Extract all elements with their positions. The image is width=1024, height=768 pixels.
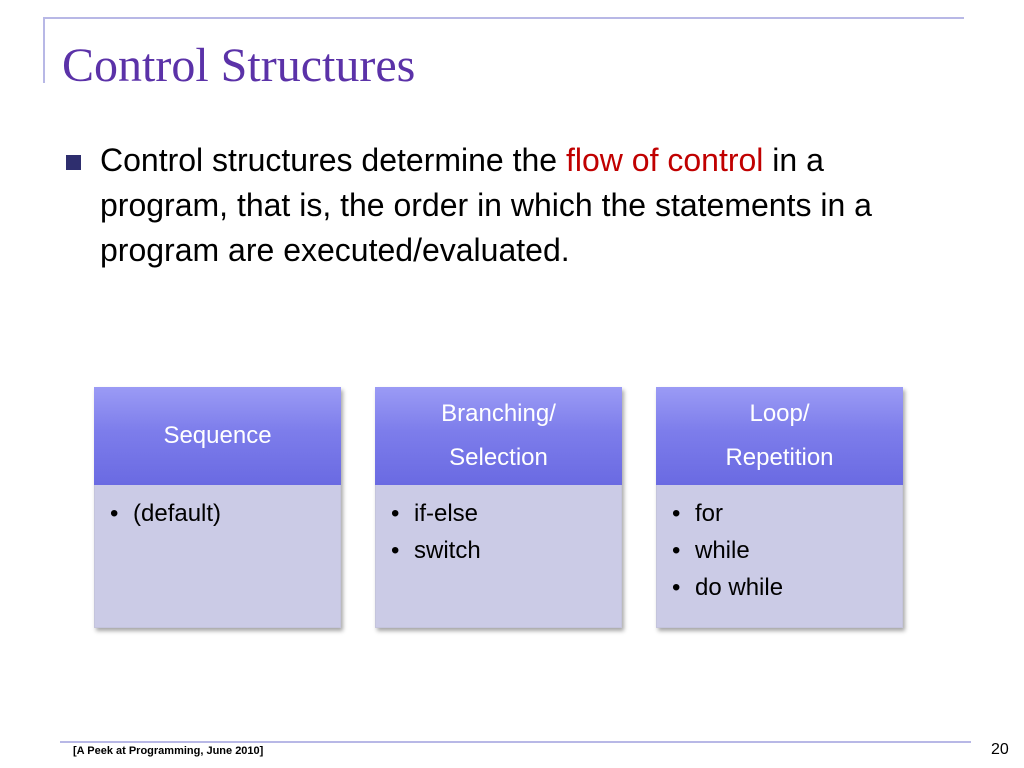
box-body: (default) <box>94 485 341 628</box>
box-header-line: Selection <box>449 444 548 471</box>
bullet-text-start: Control structures determine the <box>100 142 566 178</box>
box-list: for while do while <box>657 495 902 606</box>
slide-title: Control Structures <box>62 39 416 92</box>
box-branching: Branching/ Selection if-else switch <box>375 387 622 628</box>
box-sequence: Sequence (default) <box>94 387 341 628</box>
box-header: Branching/ Selection <box>375 387 622 485</box>
box-body: for while do while <box>656 485 903 628</box>
list-item: do while <box>657 569 902 606</box>
list-item: switch <box>376 532 621 569</box>
box-body: if-else switch <box>375 485 622 628</box>
list-item: while <box>657 532 902 569</box>
square-bullet-icon <box>66 155 81 170</box>
footer-rule <box>60 741 971 743</box>
box-list: if-else switch <box>376 495 621 569</box>
page-number: 20 <box>991 741 1009 758</box>
box-header-line: Branching/ <box>441 400 556 427</box>
box-header: Loop/ Repetition <box>656 387 903 485</box>
box-loop: Loop/ Repetition for while do while <box>656 387 903 628</box>
list-item: (default) <box>95 495 340 532</box>
box-list: (default) <box>95 495 340 532</box>
frame-top-rule <box>43 17 964 19</box>
box-header: Sequence <box>94 387 341 485</box>
main-bullet: Control structures determine the flow of… <box>62 138 942 273</box>
footer-citation: [A Peek at Programming, June 2010] <box>73 745 264 757</box>
list-item: for <box>657 495 902 532</box>
box-header-line: Repetition <box>725 444 834 471</box>
box-header-line: Sequence <box>163 422 272 449</box>
bullet-text-end: in a program, that is, the order in whic… <box>100 142 872 268</box>
frame-left-rule <box>43 17 45 83</box>
list-item: if-else <box>376 495 621 532</box>
bullet-text: Control structures determine the flow of… <box>100 138 880 273</box>
highlight-flow-of-control: flow of control <box>565 142 764 178</box>
box-header-line: Loop/ <box>749 400 810 427</box>
